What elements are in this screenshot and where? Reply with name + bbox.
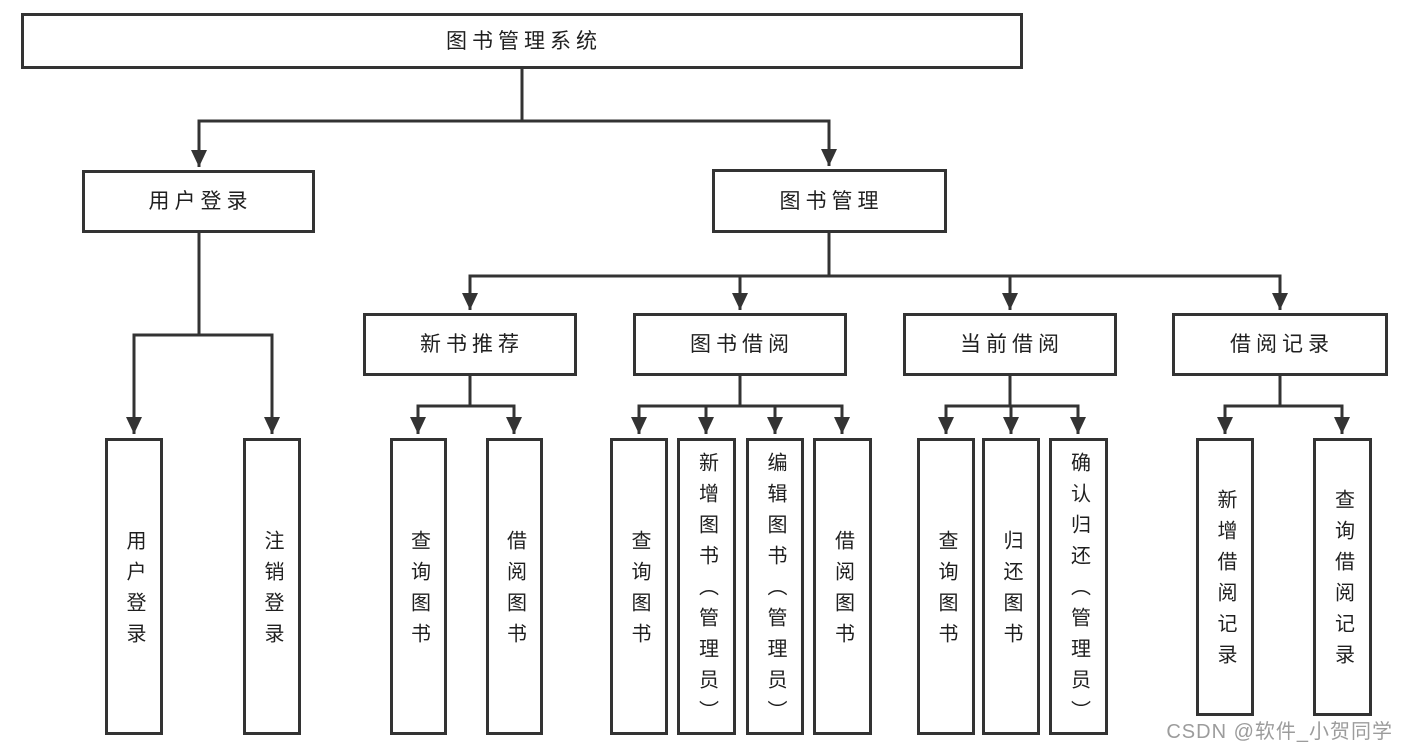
- node-borrow-records: 借阅记录: [1172, 313, 1388, 376]
- leaf-query-borrow-record-label: 查询借阅记录: [1331, 489, 1354, 675]
- leaf-logout-label: 注销登录: [261, 529, 283, 654]
- leaf-add-book-admin: 新增图书（管理员）: [677, 438, 736, 735]
- leaf-borrow-books: 借阅图书: [813, 438, 872, 735]
- leaf-user-login-label: 用户登录: [123, 529, 145, 654]
- leaf-query-books-borrow: 查询图书: [610, 438, 668, 735]
- leaf-user-login: 用户登录: [105, 438, 163, 735]
- leaf-query-books-borrow-label: 查询图书: [628, 529, 650, 654]
- leaf-borrow-books-label: 借阅图书: [831, 529, 854, 654]
- node-book-borrow: 图书借阅: [633, 313, 847, 376]
- watermark: CSDN @软件_小贺同学: [1166, 721, 1393, 743]
- leaf-confirm-return-admin-label: 确认归还（管理员）: [1067, 452, 1090, 731]
- leaf-query-books-current-label: 查询图书: [935, 529, 957, 654]
- leaf-edit-book-admin-label: 编辑图书（管理员）: [764, 452, 786, 731]
- node-book-management-label: 图书管理: [779, 189, 884, 213]
- leaf-query-books-recommend: 查询图书: [390, 438, 447, 735]
- node-current-borrow: 当前借阅: [903, 313, 1117, 376]
- leaf-logout: 注销登录: [243, 438, 301, 735]
- leaf-borrow-books-recommend-label: 借阅图书: [503, 529, 526, 654]
- leaf-return-book: 归还图书: [982, 438, 1040, 735]
- leaf-query-books-current: 查询图书: [917, 438, 975, 735]
- node-new-book-recommend: 新书推荐: [363, 313, 577, 376]
- node-root-label: 图书管理系统: [446, 29, 602, 53]
- leaf-borrow-books-recommend: 借阅图书: [486, 438, 543, 735]
- leaf-add-borrow-record: 新增借阅记录: [1196, 438, 1254, 716]
- leaf-confirm-return-admin: 确认归还（管理员）: [1049, 438, 1108, 735]
- node-current-borrow-label: 当前借阅: [960, 333, 1064, 356]
- node-new-book-recommend-label: 新书推荐: [420, 333, 524, 356]
- node-borrow-records-label: 借阅记录: [1230, 333, 1334, 356]
- leaf-add-borrow-record-label: 新增借阅记录: [1214, 489, 1236, 675]
- leaf-query-borrow-record: 查询借阅记录: [1313, 438, 1372, 716]
- node-user-login-label: 用户登录: [148, 190, 253, 213]
- leaf-return-book-label: 归还图书: [1000, 529, 1022, 654]
- node-user-login: 用户登录: [82, 170, 315, 233]
- leaf-query-books-recommend-label: 查询图书: [407, 529, 430, 654]
- node-book-borrow-label: 图书借阅: [690, 333, 794, 356]
- leaf-edit-book-admin: 编辑图书（管理员）: [746, 438, 804, 735]
- node-book-management: 图书管理: [712, 169, 947, 233]
- leaf-add-book-admin-label: 新增图书（管理员）: [695, 452, 718, 731]
- node-root: 图书管理系统: [21, 13, 1023, 69]
